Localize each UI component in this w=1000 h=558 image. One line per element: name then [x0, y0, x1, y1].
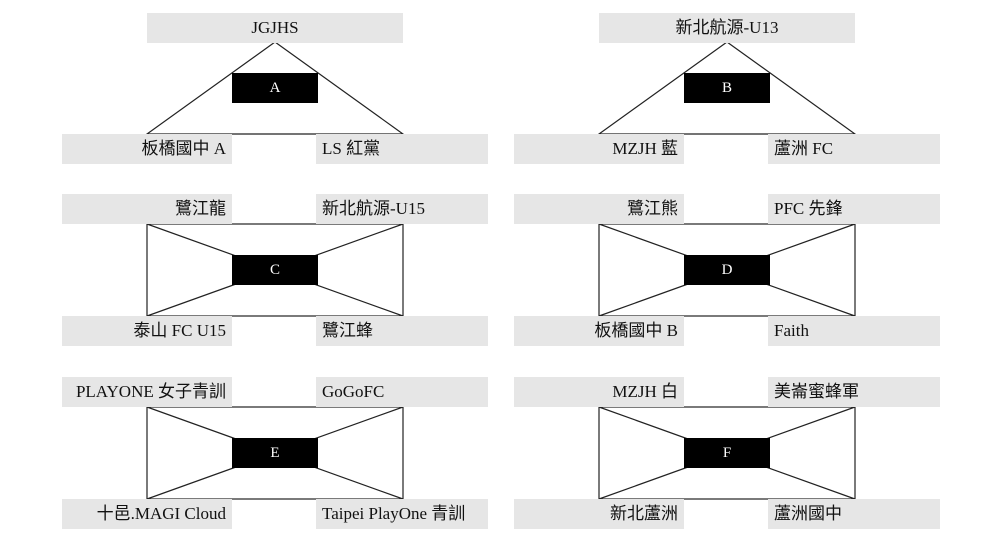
group-c-top-left-team: 鷺江龍: [62, 194, 232, 224]
group-e-top-left-team: PLAYONE 女子青訓: [62, 377, 232, 407]
group-f-top-right-team: 美崙蜜蜂軍: [768, 377, 940, 407]
group-e-top-right-team: GoGoFC: [316, 377, 488, 407]
group-d-badge: D: [684, 255, 770, 285]
group-f-badge: F: [684, 438, 770, 468]
group-d-top-right-team: PFC 先鋒: [768, 194, 940, 224]
group-a-bottom-left-team: 板橋國中 A: [62, 134, 232, 164]
group-c-top-right-team: 新北航源-U15: [316, 194, 488, 224]
group-e-badge: E: [232, 438, 318, 468]
group-f-bottom-right-team: 蘆洲國中: [768, 499, 940, 529]
group-b-bottom-right-team: 蘆洲 FC: [768, 134, 940, 164]
group-e-bottom-right-team: Taipei PlayOne 青訓: [316, 499, 488, 529]
group-c-badge: C: [232, 255, 318, 285]
group-a-bottom-right-team: LS 紅黨: [316, 134, 488, 164]
group-c-bottom-right-team: 鷺江蜂: [316, 316, 488, 346]
group-d-bottom-right-team: Faith: [768, 316, 940, 346]
group-c-bottom-left-team: 泰山 FC U15: [62, 316, 232, 346]
group-d-bottom-left-team: 板橋國中 B: [514, 316, 684, 346]
group-a-badge: A: [232, 73, 318, 103]
group-f-bottom-left-team: 新北蘆洲: [514, 499, 684, 529]
group-b-top-team: 新北航源-U13: [599, 13, 855, 43]
group-d-top-left-team: 鷺江熊: [514, 194, 684, 224]
group-e-bottom-left-team: 十邑.MAGI Cloud: [62, 499, 232, 529]
group-b-bottom-left-team: MZJH 藍: [514, 134, 684, 164]
group-f-top-left-team: MZJH 白: [514, 377, 684, 407]
group-a-top-team: JGJHS: [147, 13, 403, 43]
group-b-badge: B: [684, 73, 770, 103]
